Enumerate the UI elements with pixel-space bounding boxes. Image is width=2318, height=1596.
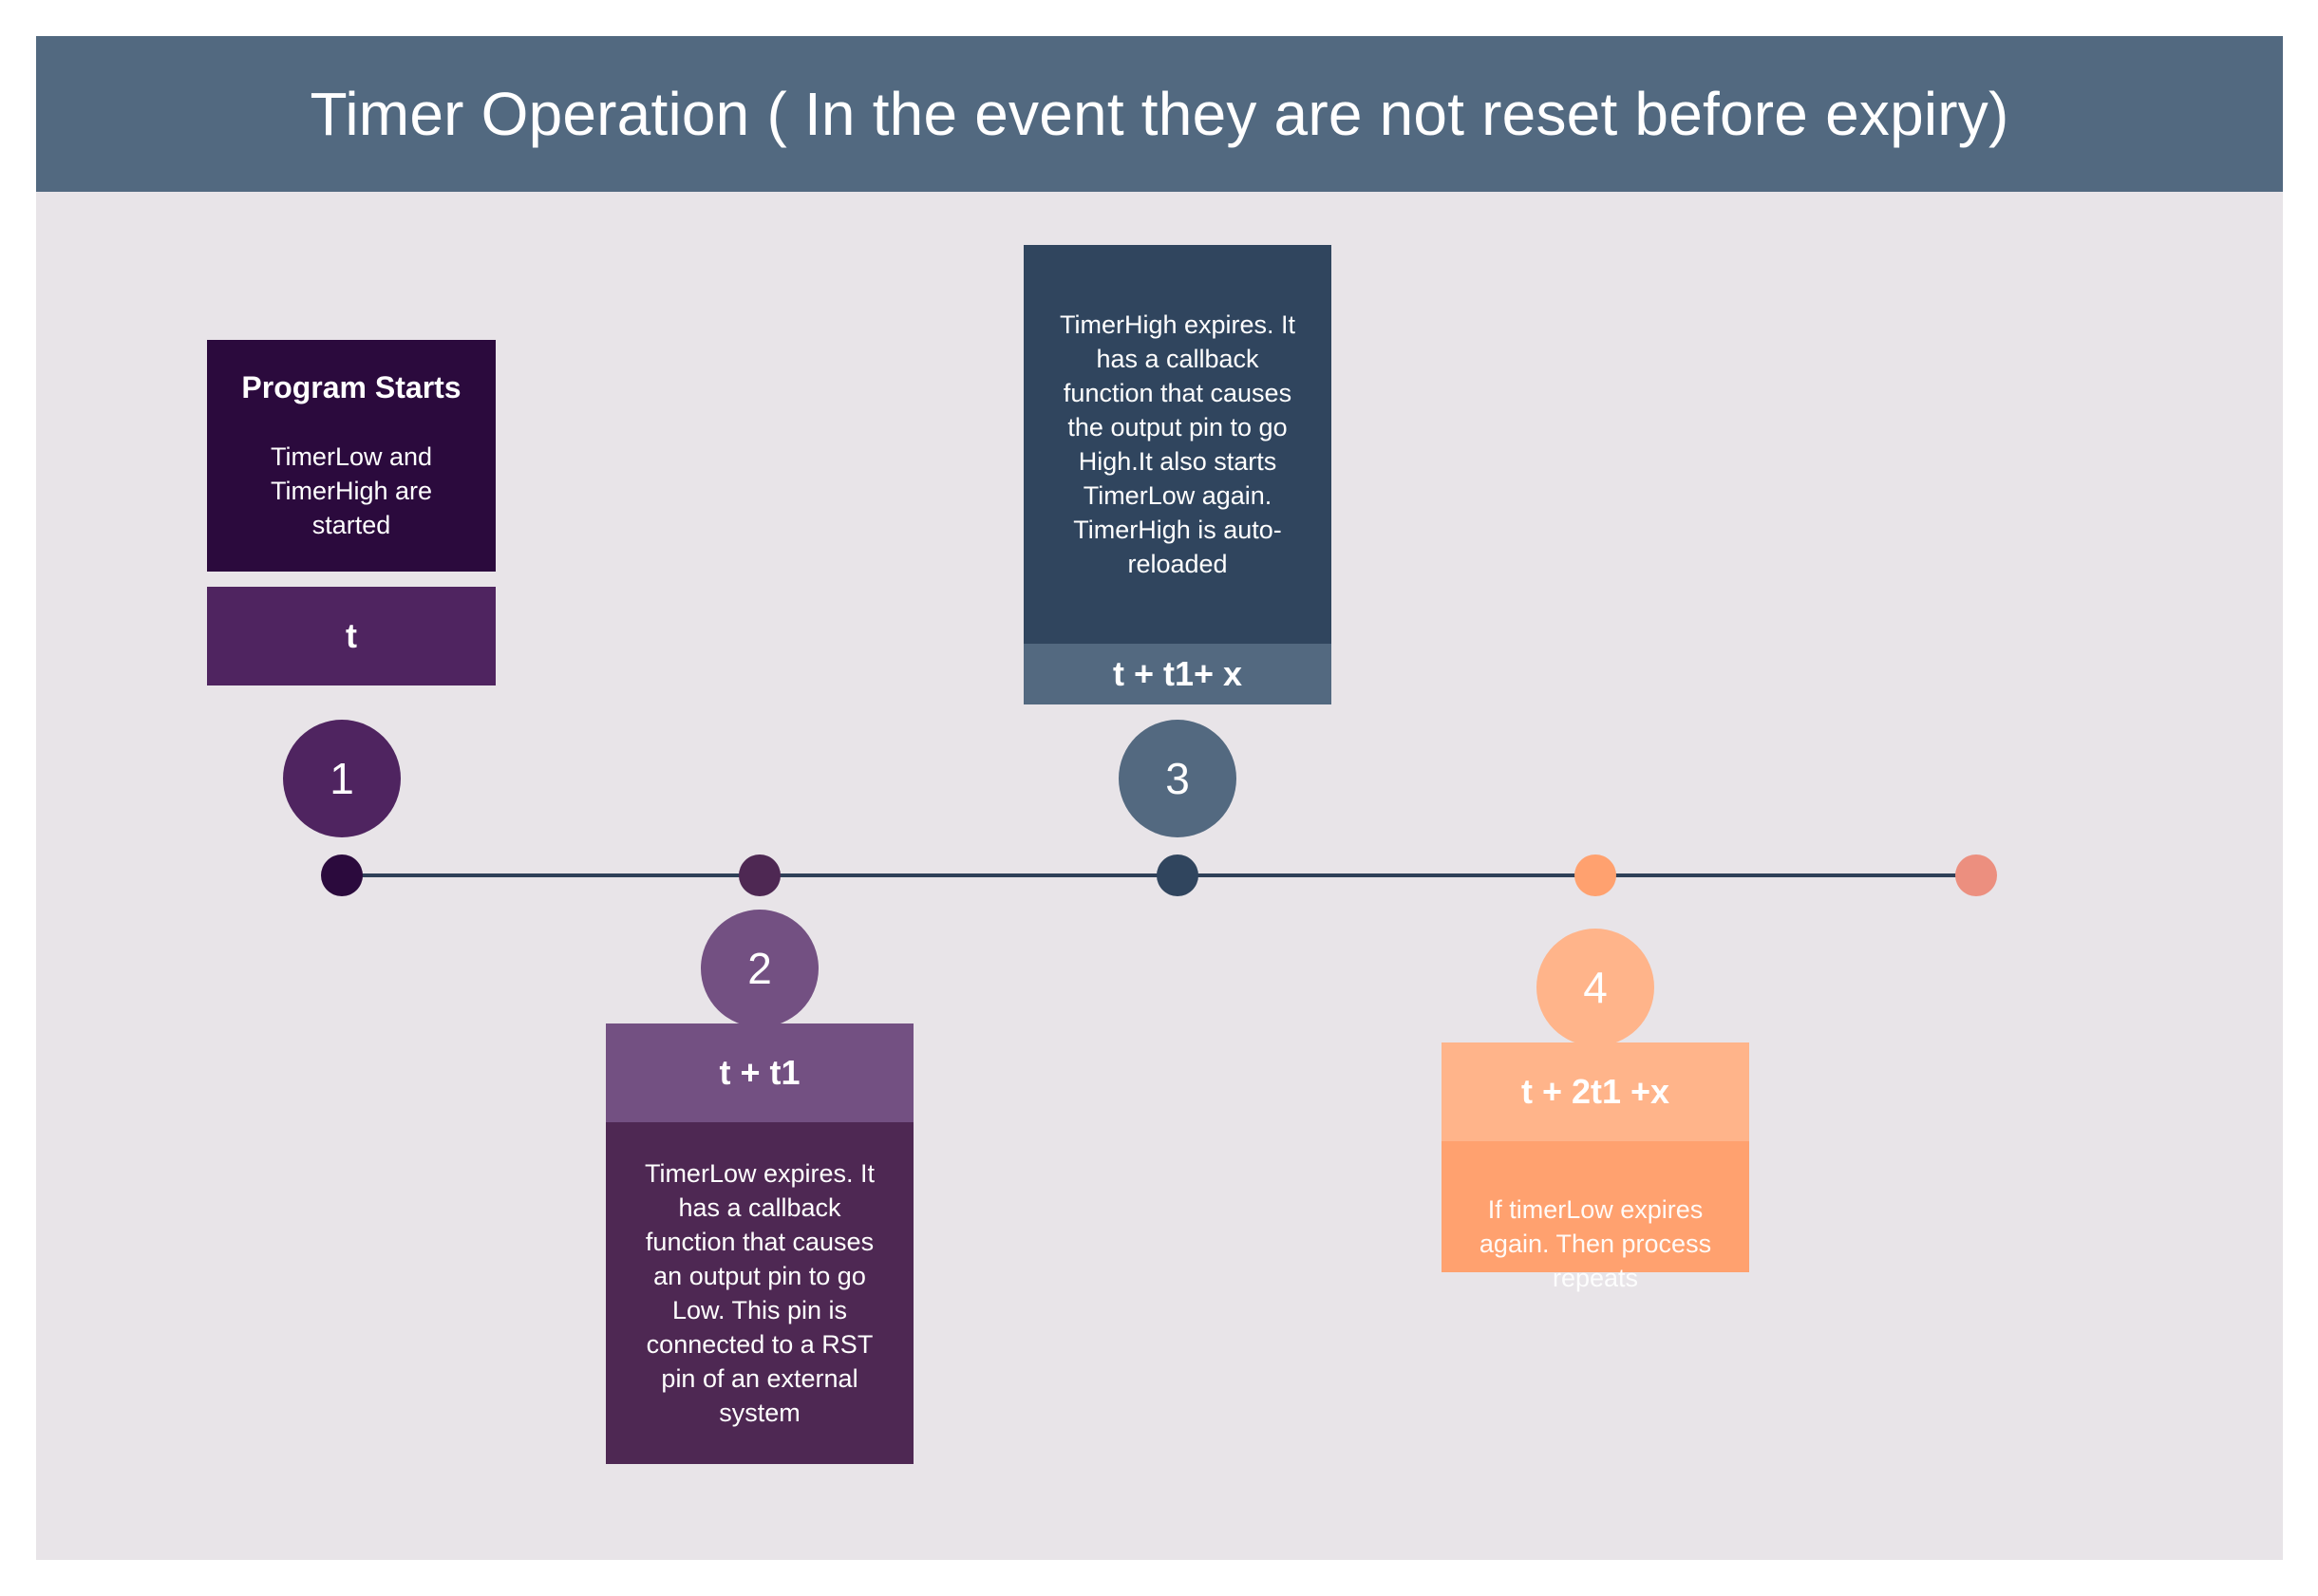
step-4-number: 4 bbox=[1583, 963, 1608, 1012]
step-4-description: If timerLow expires again. Then process … bbox=[1479, 1195, 1712, 1292]
step-4-description-box: If timerLow expires again. Then process … bbox=[1442, 1141, 1749, 1292]
step-3-description: TimerHigh expires. It has a callback fun… bbox=[1059, 310, 1296, 578]
diagram-title: Timer Operation ( In the event they are … bbox=[310, 80, 2009, 148]
step-1-time-label: t bbox=[346, 616, 357, 655]
step-3-number: 3 bbox=[1165, 754, 1190, 803]
step-1-time-label-box: t bbox=[207, 587, 496, 685]
step-3-description-box: TimerHigh expires. It has a callback fun… bbox=[1024, 245, 1331, 644]
step-2-description: TimerLow expires. It has a callback func… bbox=[644, 1159, 876, 1427]
step-4-number-badge: 4 bbox=[1536, 929, 1654, 1046]
step-3-time-label: t + t1+ x bbox=[1112, 654, 1243, 693]
step-1-title: Program Starts bbox=[241, 369, 462, 404]
step-3-number-badge: 3 bbox=[1119, 720, 1236, 837]
step-2-time-label-box: t + t1 bbox=[606, 1023, 914, 1122]
step-1-number: 1 bbox=[330, 754, 354, 803]
timeline-dot-3 bbox=[1157, 854, 1198, 896]
step-2-time-label: t + t1 bbox=[719, 1053, 801, 1092]
step-2-number-badge: 2 bbox=[701, 910, 819, 1027]
diagram-title-bar: Timer Operation ( In the event they are … bbox=[36, 36, 2283, 192]
step-1-description-box: Program Starts TimerLow and TimerHigh ar… bbox=[207, 340, 496, 572]
step-4-time-label-box: t + 2t1 +x bbox=[1442, 1042, 1749, 1141]
step-3-time-label-box: t + t1+ x bbox=[1024, 644, 1331, 704]
step-4-time-label: t + 2t1 +x bbox=[1520, 1072, 1670, 1111]
step-1-description: TimerLow and TimerHigh are started bbox=[270, 441, 433, 539]
timeline-dot-2 bbox=[739, 854, 781, 896]
timeline-dot-end bbox=[1955, 854, 1997, 896]
step-2-description-box: TimerLow expires. It has a callback func… bbox=[606, 1122, 914, 1464]
step-1-number-badge: 1 bbox=[283, 720, 401, 837]
timeline-dot-4 bbox=[1574, 854, 1616, 896]
timeline-dot-1 bbox=[321, 854, 363, 896]
step-2-number: 2 bbox=[747, 944, 772, 993]
